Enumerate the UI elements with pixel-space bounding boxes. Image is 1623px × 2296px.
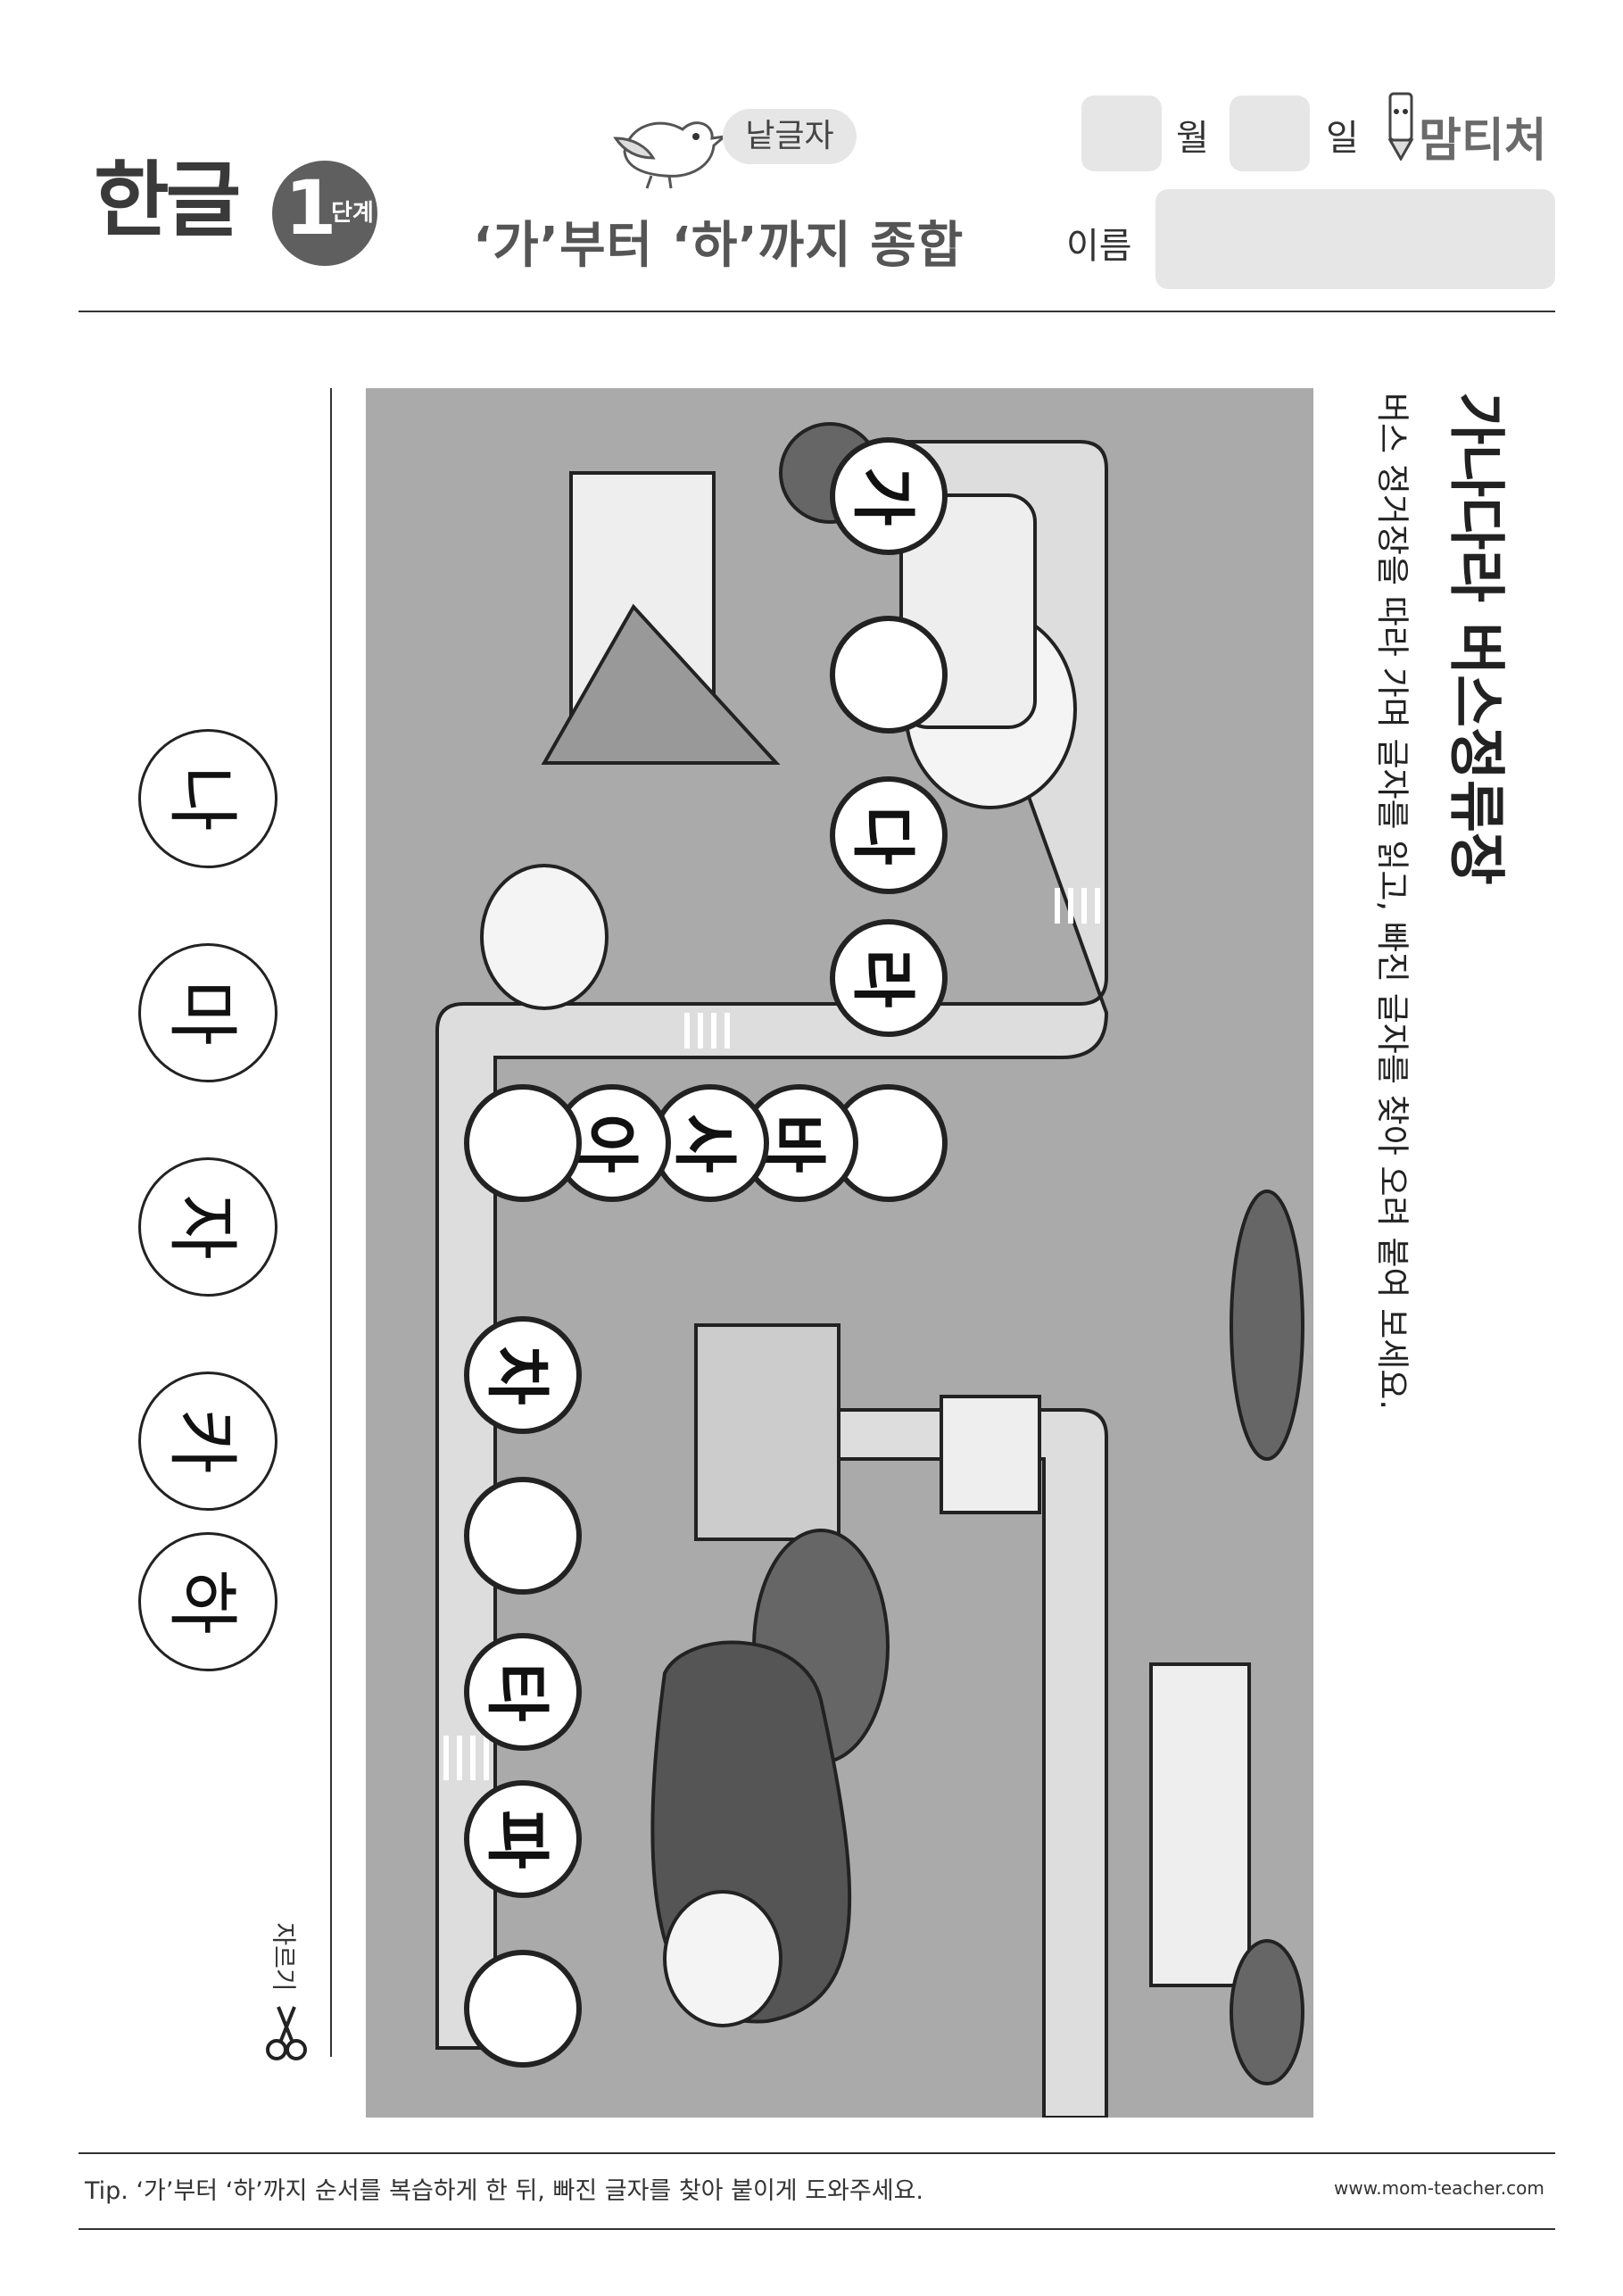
level-number: 1 [285,164,337,252]
road-network [435,440,1109,2118]
category-chip: 낱글자 [723,109,857,164]
instructions: 가나다라 버스정류장 버스 정거장을 따라 가며 글자를 읽고, 빠진 글자를 … [1356,393,1526,1633]
pencil-logo-icon [1387,92,1414,161]
cut-label: 자르기 [269,1922,299,1992]
cut-line [330,388,332,2057]
letter-card-ka[interactable]: 카 [138,1372,277,1511]
level-unit: 단계 [331,200,374,227]
footer-divider-top [79,2152,1555,2154]
bus-stop-blank-3[interactable] [464,1084,582,1202]
letter-card-na[interactable]: 나 [138,729,277,868]
name-field[interactable] [1155,189,1555,289]
stop-letter: 라 [845,948,921,1008]
stop-letter: 사 [667,1113,742,1173]
letter-card-text: 카 [160,1408,244,1474]
name-label: 이름 [1066,226,1132,267]
stop-letter: 가 [845,466,921,526]
header-divider [79,311,1555,312]
bus-stop-ga: 가 [830,437,948,555]
logo-text: 맘티처 [1419,114,1547,168]
footer-divider-bottom [79,2228,1555,2230]
town-buildings [541,471,1251,1987]
bus-stop-pa: 파 [464,1780,582,1898]
letter-card-text: 하 [160,1569,244,1635]
letter-card-ja[interactable]: 자 [138,1157,277,1297]
bird-icon [613,121,730,189]
bus-route-illustration: 가 다 라 바 사 아 차 타 파 [366,388,1313,2118]
stop-letter: 타 [479,1662,555,1722]
letter-card-ha[interactable]: 하 [138,1532,277,1671]
crosswalk-stripes [443,888,1100,1780]
day-field[interactable] [1230,95,1310,171]
letter-card-text: 나 [160,766,244,832]
brand-title: 한글 [94,153,241,248]
footer-tip: Tip. ‘가’부터 ‘하’까지 순서를 복습하게 한 뒤, 빠진 글자를 찾아… [85,2177,923,2205]
scene-drawing [435,422,1304,2118]
bus-stop-blank-1[interactable] [830,616,948,734]
page-subtitle: ‘가’부터 ‘하’까지 종합 [473,217,965,275]
letter-card-ma[interactable]: 마 [138,943,277,1082]
bus-stop-blank-4[interactable] [464,1477,582,1595]
activity-instructions: 버스 정거장을 따라 가며 글자를 읽고, 빠진 글자를 찾아 오려 붙여 보세… [1373,393,1412,1411]
letter-card-text: 마 [160,980,244,1046]
scissors-icon [266,2006,307,2060]
letter-card-text: 자 [160,1194,244,1260]
bus-stop-da: 다 [830,776,948,894]
day-label: 일 [1326,118,1359,159]
stop-letter: 다 [845,805,921,866]
month-field[interactable] [1081,95,1162,171]
bus-stop-ra: 라 [830,919,948,1037]
bus-stop-blank-5[interactable] [464,1950,582,2068]
month-label: 월 [1176,118,1209,159]
stop-letter: 차 [479,1345,555,1405]
bus-stop-ta: 타 [464,1633,582,1751]
bus-stop-cha: 차 [464,1316,582,1434]
level-badge: 1 단계 [272,161,377,266]
footer-url[interactable]: www.mom-teacher.com [1334,2177,1544,2199]
stop-letter: 파 [479,1809,555,1869]
activity-title: 가나다라 버스정류장 [1442,392,1509,885]
